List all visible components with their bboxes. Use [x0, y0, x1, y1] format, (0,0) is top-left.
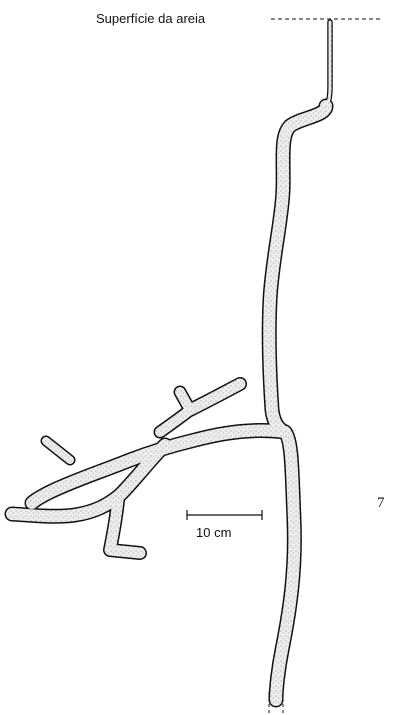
- scale-label: 10 cm: [196, 525, 231, 540]
- surface-label: Superfície da areia: [96, 11, 206, 26]
- figure-number: 7: [377, 495, 385, 511]
- scale-bar: [187, 510, 262, 520]
- burrow-tube-outlines: [12, 22, 330, 700]
